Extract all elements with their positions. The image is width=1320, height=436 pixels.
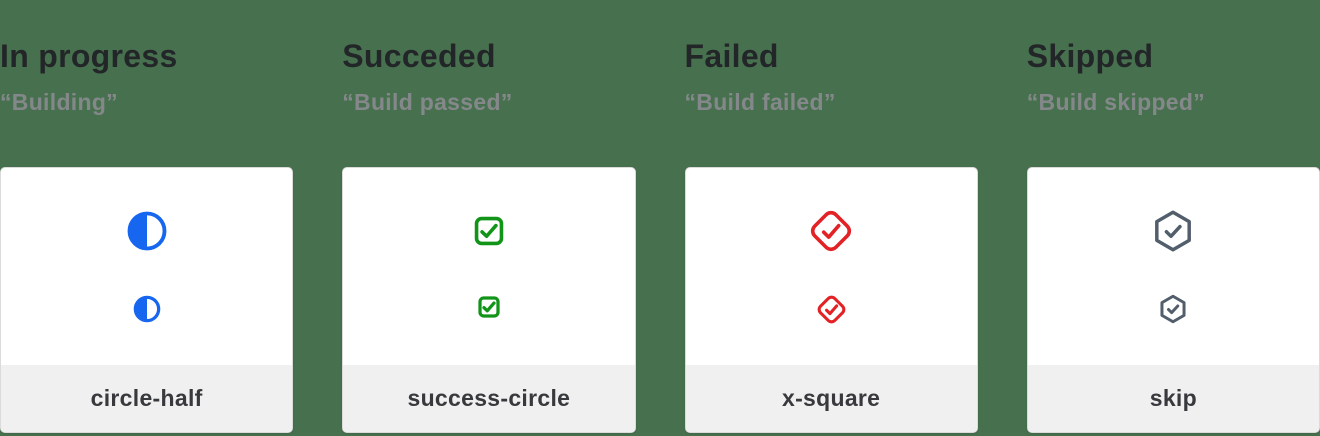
icon-card-body — [1, 168, 292, 365]
status-quote: “Building” — [0, 89, 118, 115]
icon-name-label: x-square — [781, 385, 881, 411]
icon-name-label: circle-half — [90, 385, 203, 411]
circle-half-icon-large — [127, 211, 167, 251]
icon-name-label: success-circle — [407, 385, 571, 411]
status-title: Skipped — [1026, 38, 1154, 74]
icon-card-footer: success-circle — [343, 365, 635, 432]
icon-card-footer: skip — [1027, 365, 1319, 432]
icon-card-body — [686, 168, 977, 365]
circle-half-icon-small — [133, 295, 160, 322]
status-quote: “Build skipped” — [1026, 89, 1206, 115]
status-column-succeded: Succeded “Build passed” success-circle — [342, 0, 636, 433]
success-circle-icon-large — [474, 216, 504, 246]
status-column-in-progress: In progress “Building” circle-half — [0, 0, 294, 433]
icon-card: skip — [1026, 167, 1320, 433]
status-quote: “Build failed” — [684, 89, 836, 115]
status-title: Succeded — [342, 38, 496, 74]
icon-card: circle-half — [0, 167, 294, 433]
status-column-failed: Failed “Build failed” x-square — [684, 0, 978, 433]
skip-icon-large — [1155, 210, 1192, 252]
icon-card-body — [343, 168, 634, 365]
x-square-icon-large — [811, 210, 852, 252]
status-title: In progress — [0, 38, 178, 74]
success-circle-icon-small — [478, 296, 500, 318]
status-quote: “Build passed” — [342, 89, 513, 115]
icon-card: success-circle — [342, 167, 636, 433]
icon-card-footer: x-square — [685, 365, 977, 432]
status-title: Failed — [684, 38, 779, 74]
icon-card-footer: circle-half — [1, 365, 293, 432]
icon-card: x-square — [684, 167, 978, 433]
icon-card-body — [1028, 168, 1319, 365]
skip-icon-small — [1160, 294, 1186, 324]
icon-name-label: skip — [1149, 385, 1197, 411]
status-column-skipped: Skipped “Build skipped” skip — [1026, 0, 1320, 433]
x-square-icon-small — [817, 295, 845, 324]
